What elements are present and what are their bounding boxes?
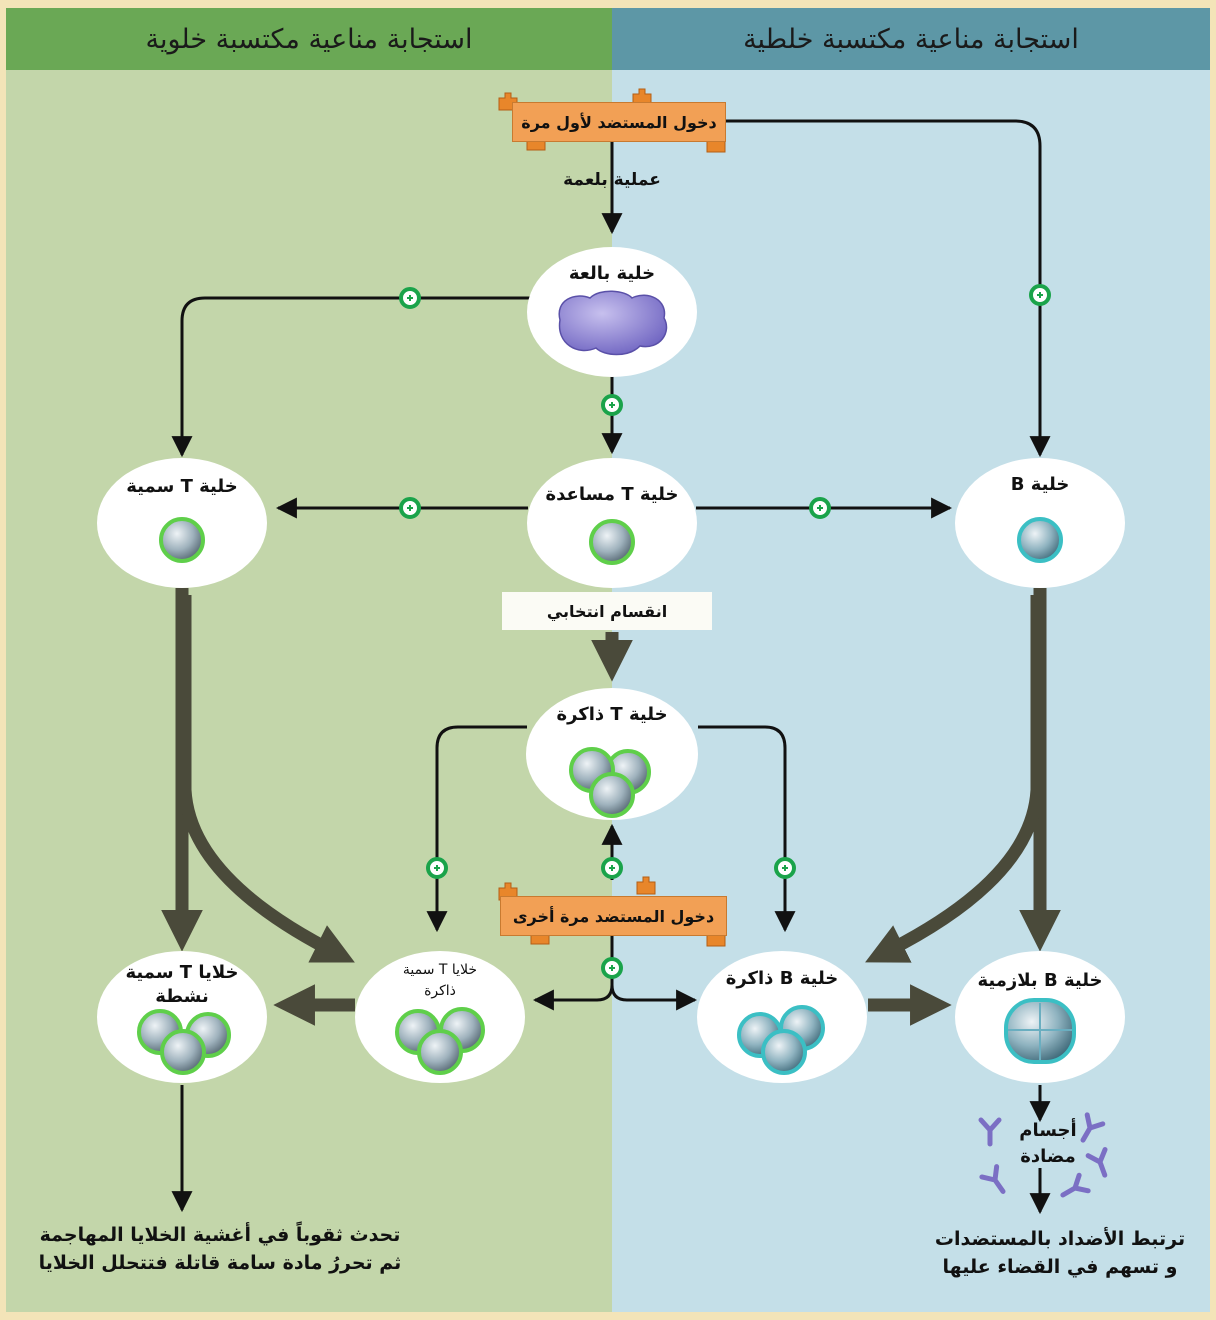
- phagocyte-cell-drawing: [558, 290, 668, 356]
- plus-circle-icon: [601, 957, 623, 979]
- memory-cytotoxic-t-label-line2: ذاكرة: [424, 983, 456, 999]
- plus-circle-icon: [426, 857, 448, 879]
- plus-circle-icon: [601, 394, 623, 416]
- plus-circle-icon: [601, 857, 623, 879]
- humoral-response-header: استجابة مناعية مكتسبة خلطية: [612, 8, 1210, 70]
- b-cell-label: خلية B: [1010, 474, 1070, 495]
- clonal-division-label: انقسام انتخابي: [546, 601, 668, 621]
- active-cytotoxic-t-label-line1: خلايا T سمية: [125, 962, 239, 983]
- second-antigen-entry-label: دخول المستضد مرة أخرى: [512, 906, 715, 926]
- memory-cytotoxic-t-label-line1: خلايا T سمية: [402, 962, 478, 978]
- cellular-outcome-text: تحدث ثقوباً في أغشية الخلايا المهاجمة ثم…: [30, 1222, 410, 1277]
- stimulation-markers: [399, 284, 1051, 979]
- arrow-second-antigen-to-memory-cytotoxic: [532, 935, 614, 1011]
- plasma-b-label: خلية B بلازمية: [977, 970, 1103, 991]
- thick-arrow-cytotoxic-to-memory: [178, 595, 355, 963]
- cytotoxic-t-label: خلية T سمية: [126, 476, 238, 497]
- cellular-outcome-line2: ثم تحررُ مادة سامة قاتلة فتتحلل الخلايا: [38, 1251, 402, 1274]
- cellular-response-header: استجابة مناعية مكتسبة خلوية: [6, 8, 612, 70]
- antigen-shape-icon: [636, 876, 656, 895]
- helper-t-cell-drawing: [589, 519, 635, 565]
- memory-b-label: خلية B ذاكرة: [725, 968, 839, 989]
- y-shaped-antibody-icon: [1088, 1150, 1113, 1179]
- clonal-division-box: انقسام انتخابي: [502, 592, 712, 630]
- humoral-outcome-line1: ترتبط الأضداد بالمستضدات: [934, 1228, 1186, 1250]
- y-shaped-antibody-icon: [1058, 1175, 1088, 1203]
- cellular-outcome-line1: تحدث ثقوباً في أغشية الخلايا المهاجمة: [39, 1224, 401, 1246]
- humoral-response-panel: [612, 8, 1210, 1312]
- thin-arrows: [171, 119, 1051, 1215]
- humoral-response-title: استجابة مناعية مكتسبة خلطية: [743, 23, 1079, 55]
- memory-cytotoxic-t-oval: [355, 951, 525, 1083]
- plus-circle-icon: [399, 287, 421, 309]
- antibodies-label-line2: مضادة: [1020, 1146, 1076, 1167]
- phagocytosis-label: عملية بلعمة: [563, 170, 661, 190]
- arrow-second-antigen-to-memory-b: [610, 984, 698, 1011]
- plus-circle-icon: [809, 497, 831, 519]
- helper-t-label: خلية T مساعدة: [545, 484, 679, 505]
- memory-t-oval: [526, 688, 698, 820]
- plus-circle-icon: [399, 497, 421, 519]
- thick-arrows: [161, 588, 1061, 1026]
- arrow-memory-t-to-memory-b: [698, 725, 796, 933]
- cellular-response-title: استجابة مناعية مكتسبة خلوية: [145, 23, 473, 55]
- humoral-outcome-text: ترتبط الأضداد بالمستضدات و تسهم في القضا…: [930, 1226, 1190, 1281]
- arrow-memory-t-to-memory-cytotoxic: [426, 725, 527, 933]
- b-cell-drawing: [1017, 517, 1063, 563]
- plus-circle-icon: [774, 857, 796, 879]
- plus-circle-icon: [1029, 284, 1051, 306]
- arrow-antigen-to-b-cell: [725, 119, 1051, 458]
- first-antigen-entry-box: دخول المستضد لأول مرة: [512, 102, 726, 142]
- memory-t-label: خلية T ذاكرة: [556, 704, 668, 725]
- cytotoxic-t-cell-drawing: [159, 517, 205, 563]
- active-cytotoxic-t-label-line2: نشطة: [155, 986, 209, 1007]
- cellular-response-panel: [6, 8, 612, 1312]
- thick-arrow-b-to-memory-b: [865, 595, 1044, 963]
- first-antigen-entry-label: دخول المستضد لأول مرة: [521, 112, 717, 132]
- plasma-b-cells-drawing: [1004, 998, 1076, 1064]
- second-antigen-entry-box: دخول المستضد مرة أخرى: [500, 896, 727, 936]
- y-shaped-antibody-icon: [981, 1120, 999, 1144]
- y-shaped-antibody-icon: [982, 1167, 1011, 1197]
- humoral-outcome-line2: و تسهم في القضاء عليها: [942, 1255, 1178, 1278]
- antibodies-label-line1: أجسام: [1019, 1120, 1077, 1141]
- phagocyte-label: خلية بالعة: [568, 263, 656, 284]
- arrow-phagocyte-to-cytotoxic-t: [171, 296, 530, 458]
